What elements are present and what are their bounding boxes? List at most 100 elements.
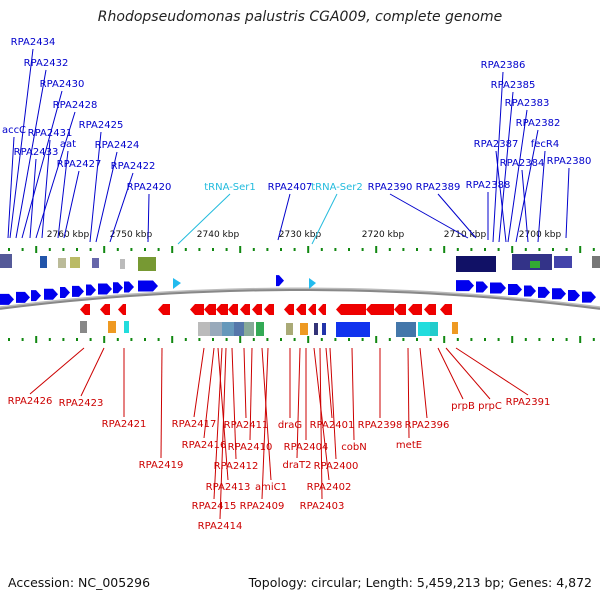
tick-mark-bottom xyxy=(511,336,514,343)
tick-mark-bottom xyxy=(416,338,418,341)
bottom-leader-line xyxy=(261,347,269,500)
forward-gene-arrow xyxy=(72,285,84,297)
tick-mark-top xyxy=(388,248,391,251)
feature-block-top xyxy=(58,258,66,268)
tick-mark-top xyxy=(524,248,527,251)
top-leader-line xyxy=(498,91,514,243)
forward-gene-arrow xyxy=(113,282,123,294)
tick-mark-top xyxy=(565,248,568,251)
tick-mark-bottom xyxy=(157,338,160,341)
feature-block-bottom xyxy=(222,322,234,336)
feature-block-top xyxy=(554,256,572,268)
tick-mark-bottom xyxy=(35,336,38,343)
feature-block-bottom xyxy=(210,322,222,336)
feature-block-top xyxy=(138,257,156,271)
feature-block-bottom xyxy=(244,322,254,336)
backbone-line xyxy=(0,288,600,310)
bottom-leader-line xyxy=(296,347,301,459)
feature-block-top xyxy=(92,258,99,268)
bottom-leader-line xyxy=(193,347,205,418)
bottom-gene-label: cobN xyxy=(341,442,366,453)
tick-mark-top xyxy=(103,246,106,253)
top-gene-label: RPA2389 xyxy=(416,182,461,193)
tick-mark-bottom xyxy=(402,338,405,341)
feature-block-bottom xyxy=(124,321,129,333)
top-gene-label: RPA2383 xyxy=(505,98,550,109)
top-leader-line xyxy=(7,136,15,239)
bottom-leader-line xyxy=(313,347,330,481)
tick-mark-bottom xyxy=(293,338,296,341)
tick-mark-top xyxy=(157,248,160,251)
tick-mark-top xyxy=(89,248,92,251)
top-gene-label: RPA2420 xyxy=(127,182,172,193)
bottom-leader-line xyxy=(29,347,85,395)
tick-mark-bottom xyxy=(361,338,364,341)
tick-mark-bottom xyxy=(538,338,541,341)
scale-label: 2700 kbp xyxy=(519,230,562,240)
top-gene-label: RPA2425 xyxy=(79,120,124,131)
forward-gene-arrow xyxy=(538,286,550,298)
top-leader-line xyxy=(15,69,47,239)
feature-block-top xyxy=(592,256,600,268)
bottom-leader-line xyxy=(80,347,105,397)
top-gene-label: tRNA-Ser2 xyxy=(311,182,363,193)
bottom-leader-line xyxy=(319,347,323,500)
bottom-leader-line xyxy=(261,347,272,481)
forward-gene-arrow xyxy=(568,290,580,302)
scale-label: 2720 kbp xyxy=(362,230,405,240)
bottom-leader-line xyxy=(203,347,215,439)
tick-mark-top xyxy=(76,248,78,251)
bottom-gene-label: RPA2402 xyxy=(307,482,352,493)
tick-mark-bottom xyxy=(21,338,24,341)
bottom-gene-label: RPA2400 xyxy=(314,461,359,472)
reverse-gene-arrow xyxy=(216,304,228,315)
bottom-leader-line xyxy=(325,347,333,419)
feature-block-top xyxy=(120,259,125,269)
bottom-leader-line xyxy=(437,347,464,400)
reverse-gene-arrow xyxy=(318,304,326,315)
tick-mark-top xyxy=(402,248,405,251)
feature-block-bottom xyxy=(396,322,416,337)
bottom-leader-line xyxy=(219,347,227,520)
bottom-leader-line xyxy=(249,347,253,441)
bottom-gene-label: RPA2421 xyxy=(102,419,147,430)
forward-gene-arrow xyxy=(456,280,474,292)
genome-summary-text: Topology: circular; Length: 5,459,213 bp… xyxy=(248,575,592,590)
tick-mark-top xyxy=(8,248,10,251)
bottom-gene-label: draG xyxy=(278,420,302,431)
feature-block-bottom xyxy=(418,322,430,336)
top-gene-label: RPA2424 xyxy=(95,140,140,151)
reverse-gene-arrow xyxy=(264,304,274,315)
top-gene-label: RPA2386 xyxy=(481,60,526,71)
bottom-gene-label: RPA2396 xyxy=(405,420,450,431)
top-leader-line xyxy=(95,151,118,243)
top-gene-label: RPA2380 xyxy=(547,156,592,167)
tick-mark-bottom xyxy=(429,338,432,341)
accession-text: Accession: NC_005296 xyxy=(8,575,151,590)
bottom-gene-label: RPA2404 xyxy=(284,442,329,453)
top-gene-label: accC xyxy=(2,125,26,136)
forward-gene-arrow xyxy=(524,285,536,297)
bottom-leader-line xyxy=(329,347,337,460)
reverse-gene-arrow xyxy=(228,304,238,315)
scale-label: 2760 kbp xyxy=(47,230,90,240)
top-leader-line xyxy=(29,158,37,239)
bottom-gene-label: RPA2414 xyxy=(198,521,243,532)
tick-mark-top xyxy=(348,248,350,251)
top-leader-line xyxy=(565,167,570,239)
bottom-gene-label: amiC1 xyxy=(255,482,287,493)
top-gene-label: RPA2390 xyxy=(368,182,413,193)
feature-block-top xyxy=(456,256,496,272)
tick-mark-top xyxy=(307,246,310,253)
bottom-gene-label: metE xyxy=(396,440,422,451)
top-gene-label: fecR4 xyxy=(531,139,559,150)
feature-block-bottom xyxy=(80,321,87,333)
feature-block-top xyxy=(40,256,47,268)
tick-mark-bottom xyxy=(320,338,323,341)
forward-gene-arrow xyxy=(44,288,58,300)
reverse-gene-arrow xyxy=(440,304,452,315)
bottom-gene-label: prpC xyxy=(478,401,502,412)
top-gene-label: RPA2430 xyxy=(40,79,85,90)
tick-mark-top xyxy=(212,248,214,251)
feature-block-top xyxy=(530,261,540,268)
